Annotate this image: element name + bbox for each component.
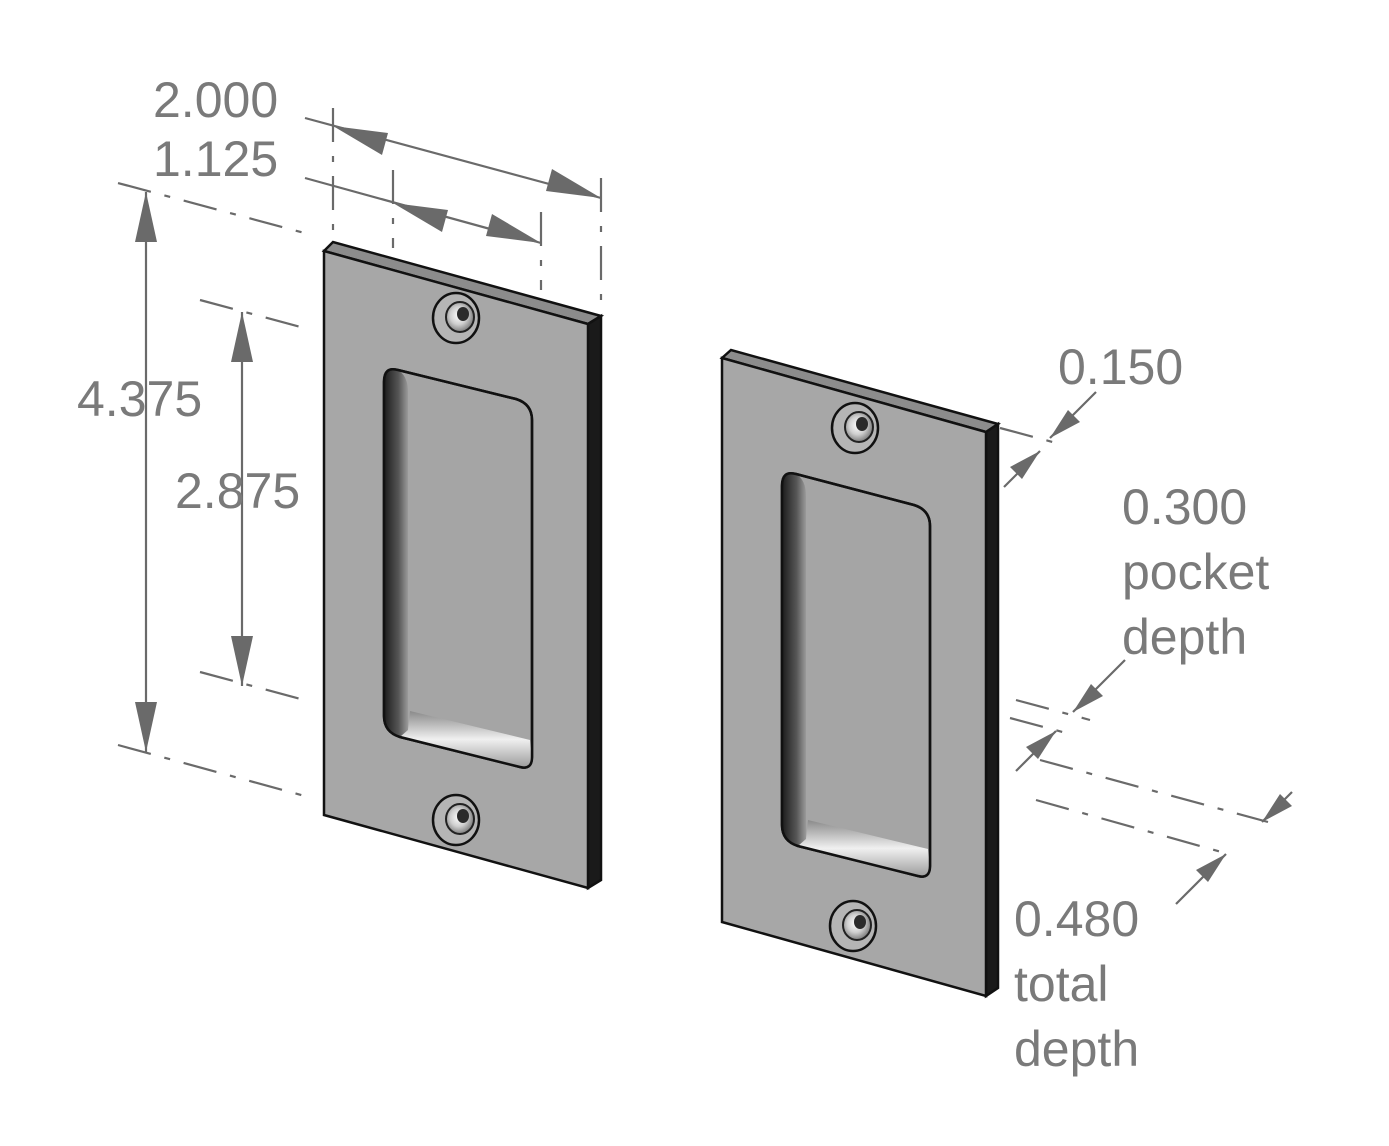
right-pocket: [780, 472, 932, 878]
height-pocket-dimension: [199, 298, 313, 704]
left-bottom-screw-hole: [431, 793, 481, 847]
right-plate-side-edge: [984, 421, 1000, 999]
plate-thickness-dimension: [999, 391, 1097, 488]
height-pocket-label: 2.875: [175, 463, 300, 519]
width-pocket-label: 1.125: [153, 131, 278, 187]
left-plate: [321, 240, 605, 891]
width-overall-dimension: [304, 108, 603, 310]
pocket-depth-value: 0.300: [1122, 479, 1247, 535]
right-bottom-screw-hole: [828, 899, 878, 953]
left-plate-side-edge: [586, 313, 603, 891]
height-overall-label: 4.375: [77, 371, 202, 427]
left-top-screw-hole: [431, 291, 481, 345]
pocket-depth-dimension: [1009, 659, 1126, 772]
plate-thickness-label: 0.150: [1058, 339, 1183, 395]
total-depth-dimension: [1035, 758, 1293, 905]
total-depth-value: 0.480: [1014, 891, 1139, 947]
total-depth-text-1: total: [1014, 956, 1109, 1012]
total-depth-text-2: depth: [1014, 1021, 1139, 1077]
pocket-depth-text-1: pocket: [1122, 544, 1269, 600]
right-top-screw-hole: [830, 401, 880, 455]
width-pocket-dimension: [304, 170, 543, 290]
pocket-depth-text-2: depth: [1122, 609, 1247, 665]
right-plate: [719, 348, 1001, 999]
width-overall-label: 2.000: [153, 72, 278, 128]
left-pocket: [382, 368, 534, 769]
height-overall-dimension: [117, 181, 313, 800]
